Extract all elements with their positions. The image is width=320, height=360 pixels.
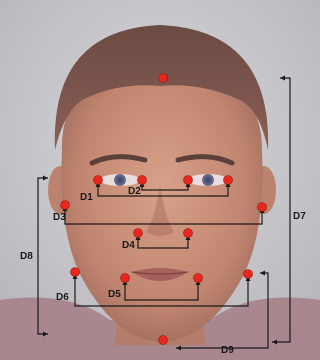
landmark-points: [60, 73, 267, 345]
landmark-dot-right-eye-outer: [93, 175, 103, 185]
lip-line: [131, 271, 189, 275]
d3-line: [64, 206, 263, 225]
landmark-dot-chin: [158, 335, 168, 345]
landmark-dot-left-mouth-corner: [193, 273, 203, 283]
label-d6: D6: [56, 292, 69, 303]
hair: [54, 25, 269, 150]
label-d9: D9: [221, 345, 234, 356]
landmark-dot-left-eye-outer: [223, 175, 233, 185]
landmark-dot-left-nose-wing: [183, 228, 193, 238]
left-eyebrow: [175, 154, 235, 166]
arrowhead: [280, 75, 285, 81]
label-d2: D2: [128, 186, 141, 197]
label-d7: D7: [293, 211, 306, 222]
label-d4: D4: [122, 240, 135, 251]
landmark-dot-right-nose-wing: [133, 228, 143, 238]
d6-line: [74, 274, 249, 307]
landmark-dot-left-cheek-edge: [257, 202, 267, 212]
landmark-dot-right-eye-inner: [137, 175, 147, 185]
landmark-dot-crown: [158, 73, 168, 83]
d1-line: [97, 182, 229, 197]
d5-line: [124, 280, 199, 301]
arrowhead: [43, 175, 48, 181]
arrowhead: [260, 270, 265, 276]
label-d3: D3: [53, 212, 66, 223]
arrowhead: [43, 331, 48, 337]
landmark-dot-left-jaw: [243, 269, 253, 279]
nose: [146, 185, 174, 236]
d4-line: [137, 235, 189, 249]
label-d1: D1: [80, 192, 93, 203]
landmark-dot-right-mouth-corner: [120, 273, 130, 283]
right-eyebrow: [89, 154, 148, 166]
left-iris: [202, 174, 214, 186]
arrowhead: [176, 345, 181, 351]
landmark-dot-left-eye-inner: [183, 175, 193, 185]
landmark-dot-right-cheek-edge: [60, 200, 70, 210]
label-d8: D8: [20, 251, 33, 262]
arrowhead: [272, 339, 277, 345]
label-d5: D5: [108, 289, 121, 300]
landmark-dot-right-jaw: [70, 267, 80, 277]
right-iris: [114, 174, 126, 186]
